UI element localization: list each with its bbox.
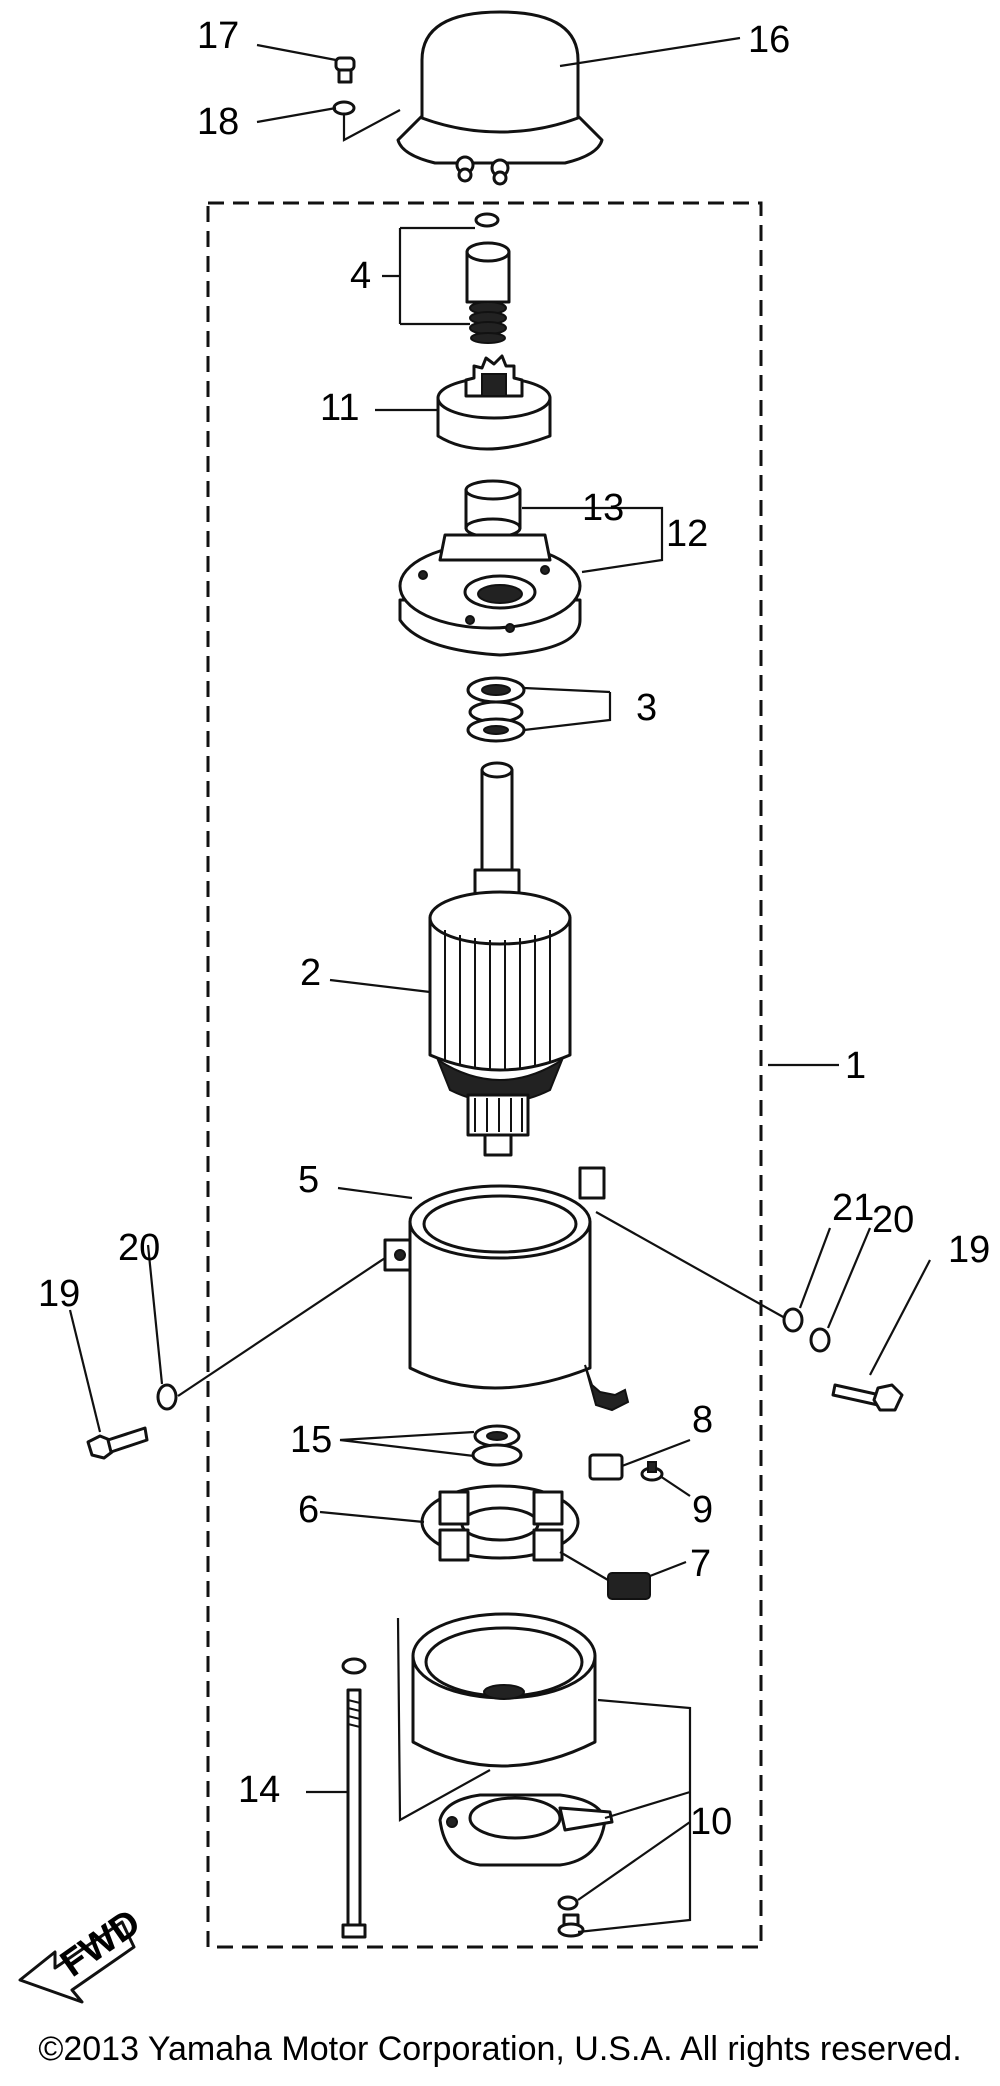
part-spring-small [469,301,507,344]
callout-13: 13 [582,487,624,529]
assembly-boundary [206,201,763,1949]
callout-18: 18 [197,101,239,143]
callout-1: 1 [845,1045,866,1087]
callout-6: 6 [298,1489,319,1531]
callout-3: 3 [636,687,657,729]
part-brush-holder [420,1484,580,1562]
callout-9: 9 [692,1489,713,1531]
callout-11: 11 [320,387,359,429]
callout-20-right: 20 [872,1199,914,1241]
part-thrust-washers [471,1424,523,1467]
part-washer-top [332,100,356,116]
callout-14: 14 [238,1769,280,1811]
leader-lines [68,36,931,1934]
part-washer-left [156,1383,178,1411]
part-small-screw [334,56,356,84]
callout-12: 12 [666,513,708,555]
part-ring [474,212,500,228]
callout-4: 4 [350,255,371,297]
part-rear-plate [438,1793,614,1867]
callout-7: 7 [690,1543,711,1585]
part-brush-bottom [607,1572,651,1600]
part-pinion-gear [436,354,552,451]
callout-16: 16 [748,19,790,61]
callout-20-left: 20 [118,1227,160,1269]
part-through-bolt [341,1657,367,1939]
callout-labels: 17 16 18 4 11 13 12 3 2 1 5 21 20 19 20 … [38,15,990,1843]
copyright-notice: ©2013 Yamaha Motor Corporation, U.S.A. A… [38,2030,962,2068]
part-bolt-right [831,1383,904,1412]
part-washer-right-inner [782,1307,804,1333]
part-nut [640,1461,664,1482]
part-bolt-left [86,1426,149,1460]
callout-15: 15 [290,1419,332,1461]
fwd-label: FWD [53,1901,148,1985]
callout-21: 21 [832,1187,874,1229]
callout-17: 17 [197,15,239,57]
callout-19-left: 19 [38,1273,80,1315]
callout-10: 10 [690,1801,732,1843]
part-cap [396,10,604,186]
part-front-bracket [398,533,582,657]
part-screw-lower [557,1913,585,1938]
part-armature [428,761,572,1157]
part-yoke [383,1166,630,1412]
fwd-direction-arrow: FWD [18,1901,148,2004]
callout-19-right: 19 [948,1229,990,1271]
part-brush-top [588,1453,624,1481]
part-sleeve [464,479,522,539]
callout-2: 2 [300,952,321,994]
part-rear-cover [411,1612,597,1768]
part-washer-lower [557,1895,579,1911]
callout-5: 5 [298,1159,319,1201]
callout-8: 8 [692,1399,713,1441]
part-bushing [465,241,511,304]
part-washer-stack [466,676,526,743]
part-washer-right-outer [809,1327,831,1353]
